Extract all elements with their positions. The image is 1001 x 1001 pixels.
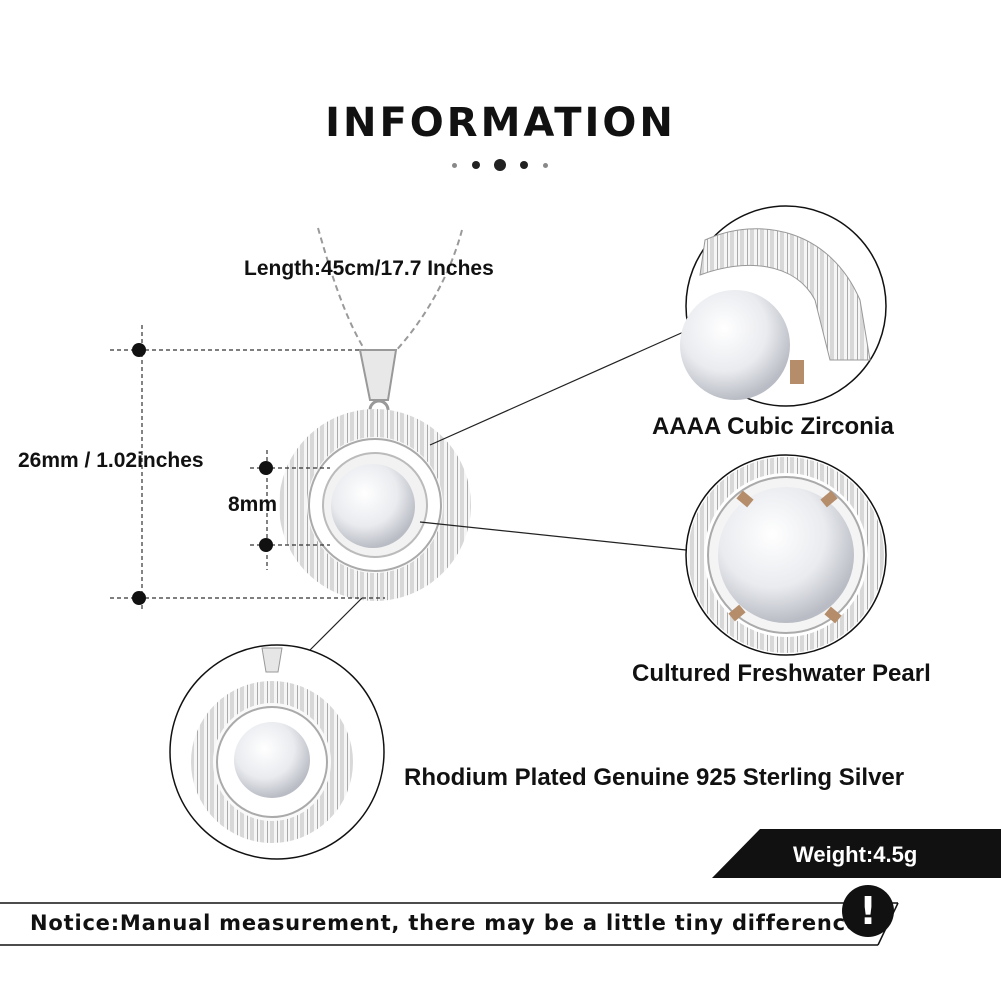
zirconia-detail-circle — [680, 205, 887, 407]
dot — [472, 161, 480, 169]
necklace-chain — [317, 227, 463, 356]
title-dots-decoration — [450, 158, 550, 172]
pendant-bail — [358, 349, 398, 421]
main-pendant — [279, 409, 471, 601]
dot — [452, 163, 457, 168]
dot — [543, 163, 548, 168]
weight-label: Weight:4.5g — [793, 842, 918, 867]
chain-length-label: Length:45cm/17.7 Inches — [244, 257, 494, 280]
pendant-height-label: 26mm / 1.02inches — [18, 449, 204, 472]
dot — [494, 159, 506, 171]
zirconia-label: AAAA Cubic Zirconia — [652, 413, 894, 440]
measurement-dots — [132, 343, 273, 605]
pearl-size-label: 8mm — [228, 493, 278, 516]
leader-lines — [309, 329, 689, 651]
page-title: INFORMATION — [325, 100, 676, 146]
silver-detail-circle — [169, 644, 385, 860]
notice-text: Notice:Manual measurement, there may be … — [30, 911, 870, 935]
exclamation-icon: ! — [842, 885, 894, 937]
weight-banner — [712, 829, 1001, 878]
silver-label: Rhodium Plated Genuine 925 Sterling Silv… — [404, 764, 905, 791]
pearl-label: Cultured Freshwater Pearl — [632, 660, 931, 687]
dot — [520, 161, 528, 169]
pearl-detail-circle — [685, 454, 887, 656]
